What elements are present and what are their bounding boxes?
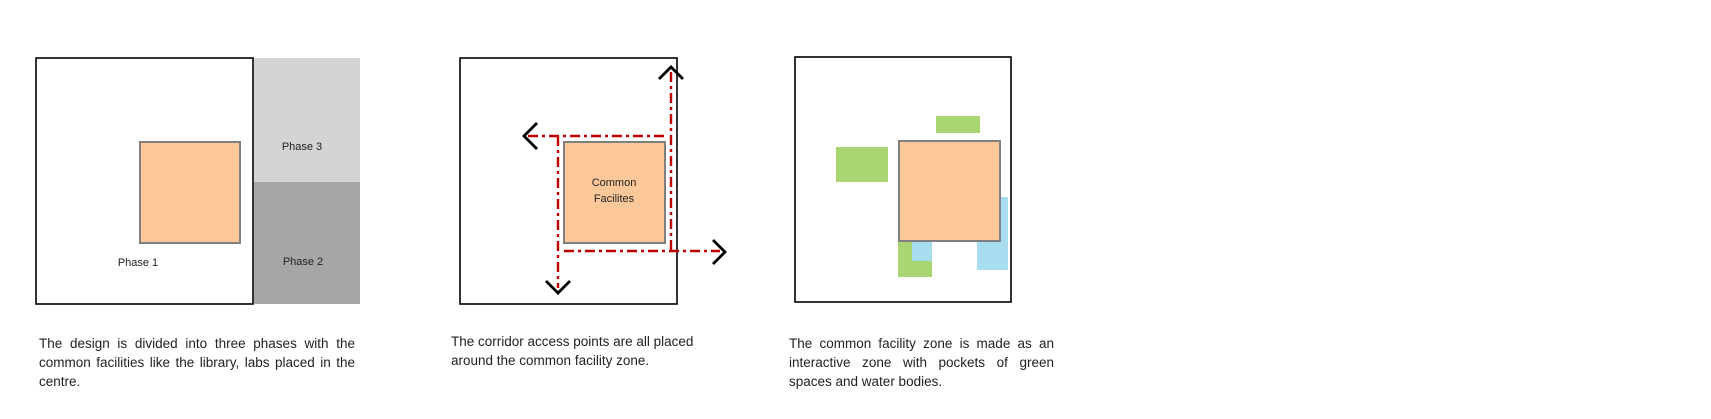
- arrow-right-icon: [712, 239, 727, 265]
- arrow-left-icon: [522, 122, 538, 150]
- access-arrows: [522, 65, 727, 295]
- common-facility-label-line1: Common: [592, 177, 637, 189]
- phases-caption: The design is divided into three phases …: [39, 336, 355, 389]
- phase2-zone: [254, 182, 360, 304]
- corridor-caption: The corridor access points are all place…: [451, 334, 694, 368]
- corridor-lines: [528, 72, 720, 288]
- common-facility-block: [898, 140, 1001, 242]
- arrow-down-icon: [545, 280, 571, 295]
- phase1-label: Phase 1: [118, 257, 158, 269]
- green-space-top: [936, 116, 980, 133]
- water-body-small: [912, 241, 932, 261]
- green-space-left: [836, 147, 888, 182]
- phase3-zone: [254, 58, 360, 182]
- phase1-site-outline: [35, 57, 254, 305]
- common-facility-block: [139, 141, 241, 244]
- phase2-label: Phase 2: [283, 256, 323, 268]
- phase3-label: Phase 3: [282, 141, 322, 153]
- common-facility-label-line2: Facilites: [594, 193, 635, 205]
- site-outline: [794, 56, 1012, 303]
- interactive-zone-diagram: [794, 56, 1012, 303]
- site-outline: [459, 57, 678, 305]
- interactive-zone-caption: The common facility zone is made as an i…: [789, 336, 1054, 389]
- arrow-up-icon: [658, 65, 684, 80]
- phases-diagram: Phase 3 Phase 2 Phase 1: [35, 57, 360, 305]
- common-facility-block: [563, 141, 666, 244]
- corridor-diagram: Common Facilites: [459, 57, 727, 305]
